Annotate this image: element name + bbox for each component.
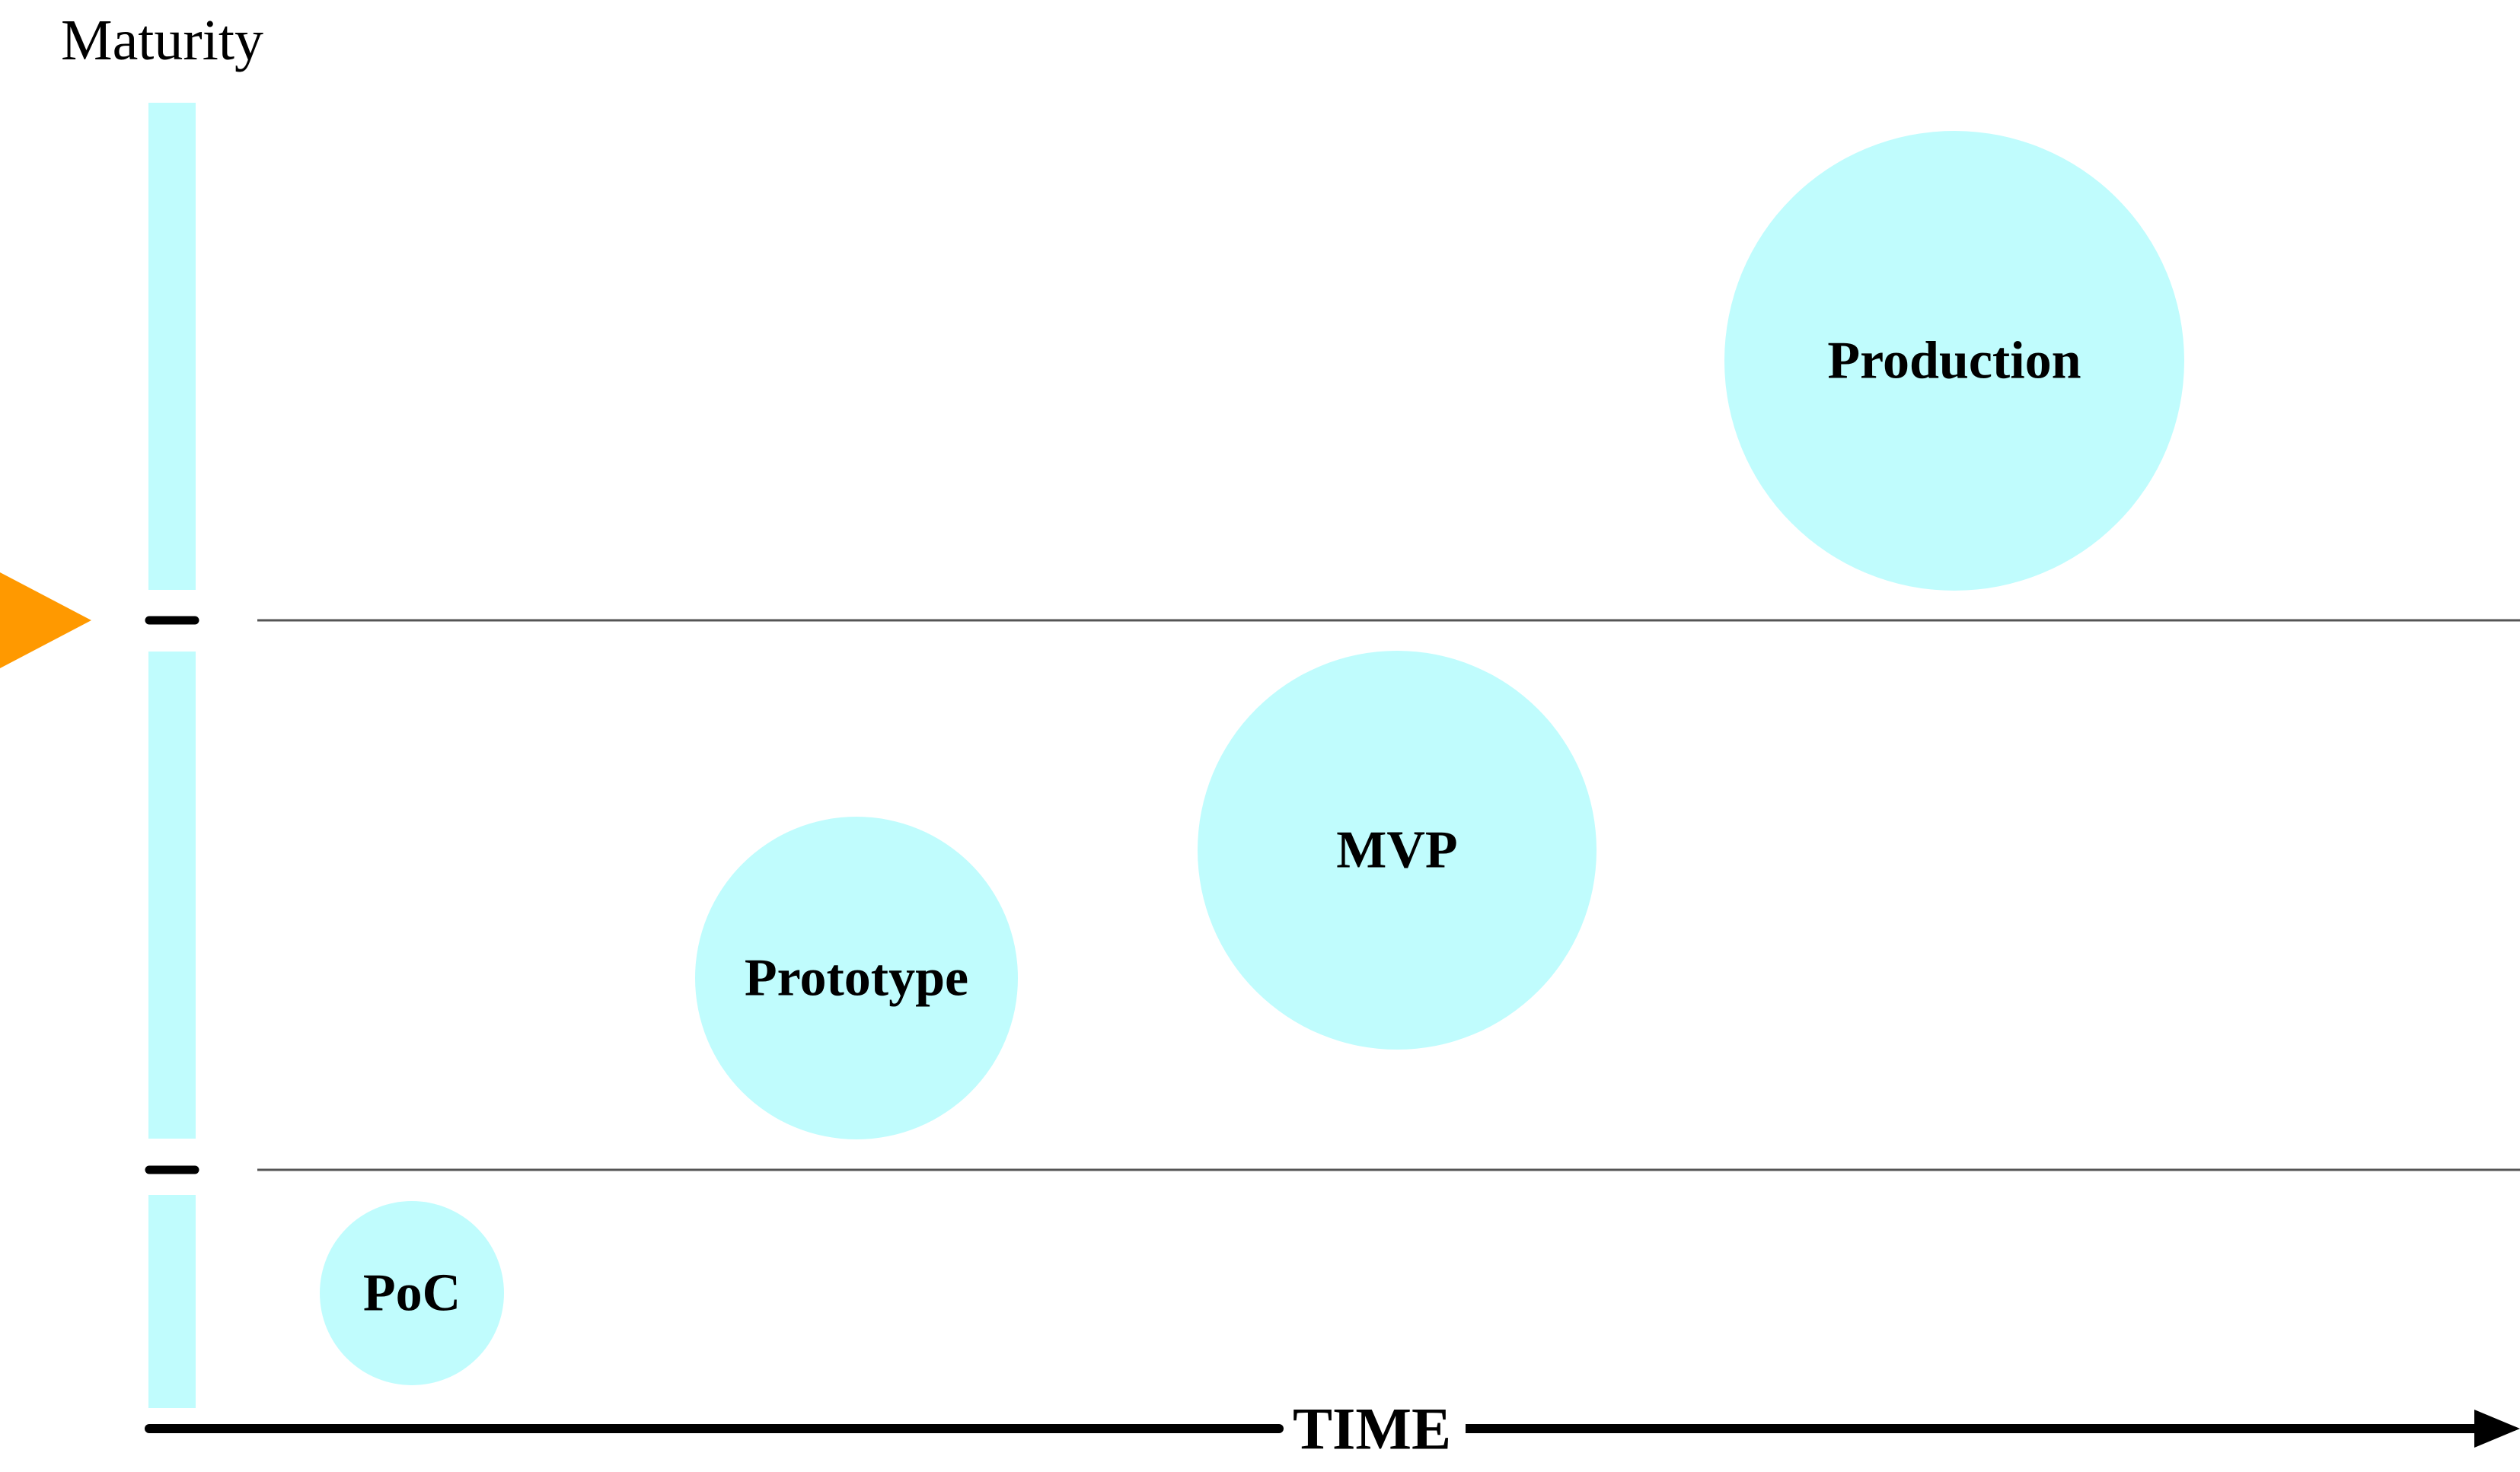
maturity-bar-segment-bottom xyxy=(148,1195,196,1408)
stage-circle xyxy=(1198,651,1597,1050)
stage-circle xyxy=(695,817,1018,1139)
stage-label: Production xyxy=(1827,332,2081,390)
time-axis-label: TIME xyxy=(1293,1396,1451,1462)
stage-label: MVP xyxy=(1336,821,1457,880)
stage-bubble-prototype: Prototype xyxy=(695,817,1018,1139)
stage-bubble-poc: PoC xyxy=(320,1201,504,1385)
stage-circle xyxy=(320,1201,504,1385)
maturity-bar-segment-middle xyxy=(148,652,196,1139)
stage-bubble-mvp: MVP xyxy=(1198,651,1597,1050)
maturity-bar-segment-top xyxy=(148,103,196,590)
stage-label: Prototype xyxy=(745,949,968,1008)
stage-label: PoC xyxy=(363,1264,461,1323)
maturity-level-marker-icon xyxy=(0,572,91,668)
stage-bubble-production: Production xyxy=(1724,131,2184,591)
maturity-axis-label: Maturity xyxy=(61,8,263,72)
stage-circle xyxy=(1724,131,2184,591)
time-axis-arrowhead-icon xyxy=(2474,1410,2520,1448)
